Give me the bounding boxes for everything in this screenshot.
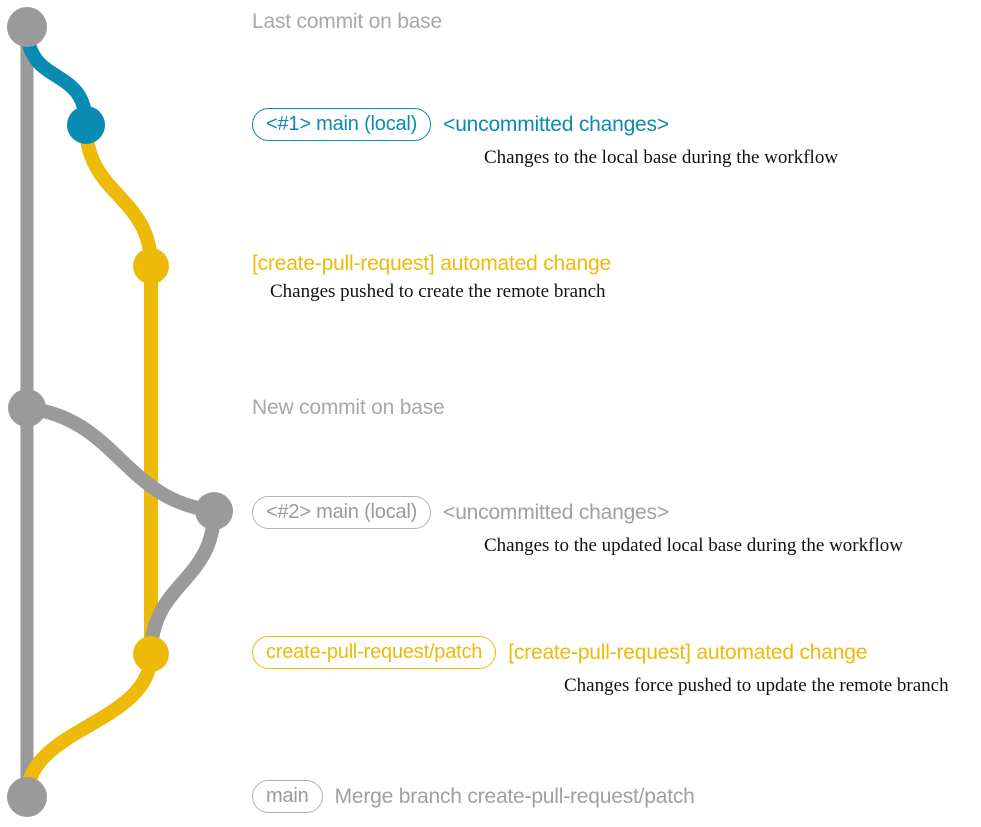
branch-badge-merge-commit[interactable]: main bbox=[252, 780, 323, 813]
node-local-uncommitted-1[interactable] bbox=[67, 106, 105, 144]
commit-row-title: Last commit on base bbox=[252, 10, 442, 33]
edge-local-2-to-patch-2 bbox=[144, 504, 221, 661]
commit-description-local-change-2: Changes to the updated local base during… bbox=[484, 535, 903, 556]
commit-row-header: create-pull-request/patch [create-pull-re… bbox=[252, 636, 981, 669]
commit-subject-local-change-1: <uncommitted changes> bbox=[443, 113, 669, 136]
commit-description-local-change-1: Changes to the local base during the wor… bbox=[484, 147, 839, 168]
commit-description-automated-change-1: Changes pushed to create the remote bran… bbox=[270, 281, 606, 302]
graph-edges bbox=[20, 20, 221, 804]
node-merge-commit[interactable] bbox=[7, 777, 47, 817]
commit-row-last-commit-on-base: Last commit on base bbox=[252, 10, 981, 33]
commit-row-header: main Merge branch create-pull-request/pat… bbox=[252, 780, 981, 813]
branch-badge-local-change-2[interactable]: <#2> main (local) bbox=[252, 496, 432, 529]
commit-subject-merge-commit: Merge branch create-pull-request/patch bbox=[334, 785, 695, 808]
commit-row-title: New commit on base bbox=[252, 396, 445, 419]
node-last-commit-on-base[interactable] bbox=[7, 7, 47, 47]
commit-row-automated-change-2: create-pull-request/patch [create-pull-re… bbox=[252, 636, 981, 696]
graph-nodes bbox=[7, 7, 233, 817]
commit-row-merge-commit: main Merge branch create-pull-request/pat… bbox=[252, 780, 981, 813]
commit-row-local-change-2: <#2> main (local) <uncommitted changes> Ch… bbox=[252, 496, 981, 556]
commit-subject-automated-change-1: [create-pull-request] automated change bbox=[252, 252, 611, 275]
commit-row-header: <#2> main (local) <uncommitted changes> bbox=[252, 496, 981, 529]
commit-row-new-commit-on-base: New commit on base bbox=[252, 396, 981, 419]
commit-row-header: New commit on base bbox=[252, 396, 981, 419]
edge-local-1-to-patch-1 bbox=[79, 118, 158, 273]
node-automated-change-1[interactable] bbox=[133, 248, 169, 284]
node-automated-change-2[interactable] bbox=[133, 636, 169, 672]
node-updated-local-uncommitted[interactable] bbox=[195, 492, 233, 530]
commit-subject-automated-change-2: [create-pull-request] automated change bbox=[508, 641, 868, 664]
edge-base-new-to-local-2 bbox=[20, 401, 221, 518]
branch-badge-local-change-1[interactable]: <#1> main (local) bbox=[252, 108, 432, 141]
commit-row-header: <#1> main (local) <uncommitted changes> bbox=[252, 108, 981, 141]
commit-description-automated-change-2: Changes force pushed to update the remot… bbox=[564, 675, 949, 696]
commit-subject-local-change-2: <uncommitted changes> bbox=[443, 501, 669, 524]
commit-row-header: [create-pull-request] automated change bbox=[252, 252, 981, 275]
branch-badge-automated-change-2[interactable]: create-pull-request/patch bbox=[252, 636, 497, 669]
node-new-commit-on-base[interactable] bbox=[8, 389, 46, 427]
commit-row-header: Last commit on base bbox=[252, 10, 981, 33]
edge-patch-2-to-merge bbox=[20, 647, 158, 804]
commit-row-local-change-1: <#1> main (local) <uncommitted changes> Ch… bbox=[252, 108, 981, 168]
